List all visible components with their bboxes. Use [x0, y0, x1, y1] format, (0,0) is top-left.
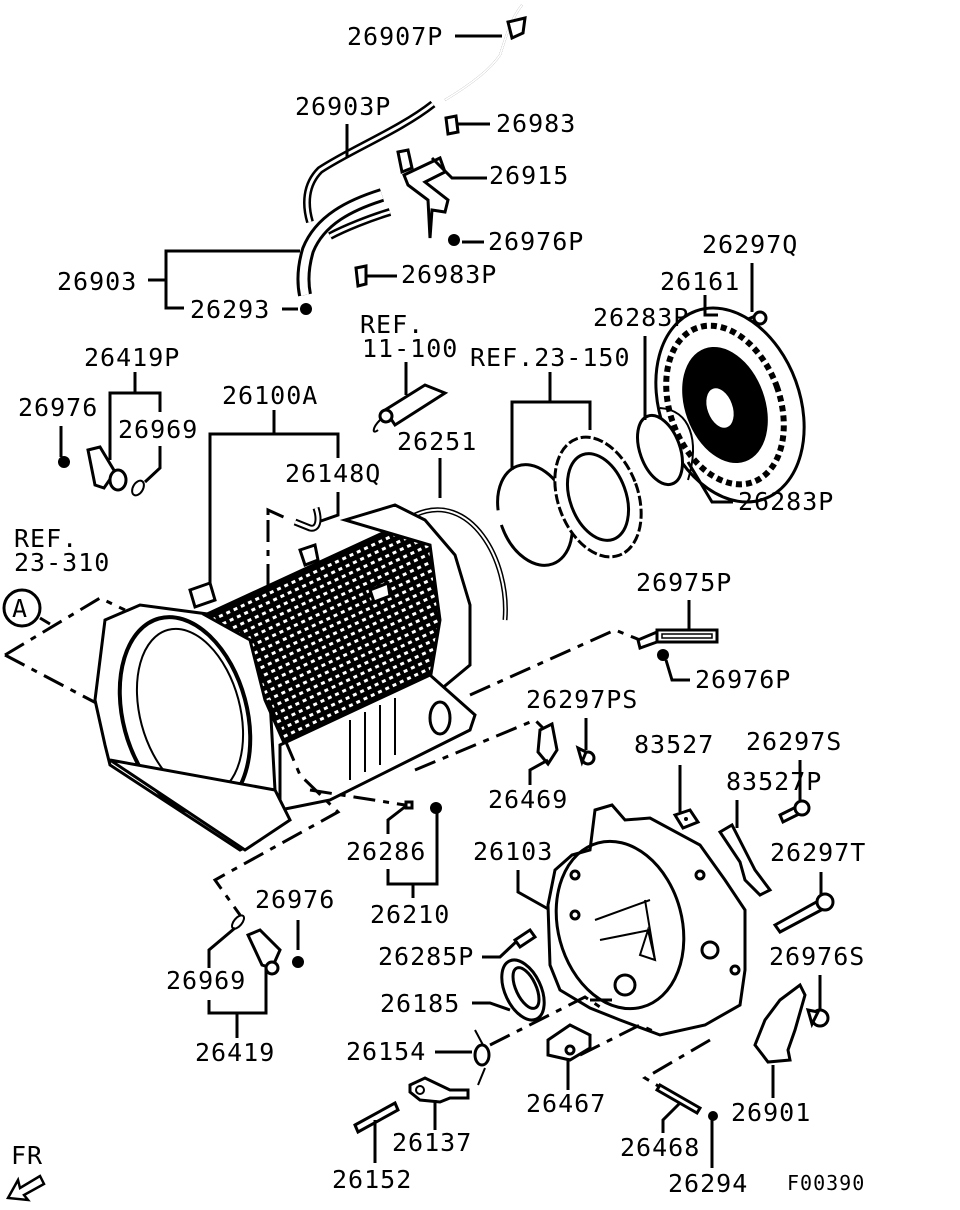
sealant-tube	[372, 383, 449, 433]
speed-sensor-26419P[interactable]	[86, 445, 128, 492]
ref-11-100-group[interactable]: REF. 11-100	[360, 310, 458, 363]
plug-26210[interactable]	[430, 802, 442, 814]
label-26903: 26903	[57, 267, 137, 296]
ref-11-100-line2[interactable]: 11-100	[362, 334, 458, 363]
breather-tube-26907P[interactable]	[444, 4, 527, 101]
label-26983P: 26983P	[401, 260, 497, 289]
ref-23-310-line2[interactable]: 23-310	[14, 548, 110, 577]
label-26469: 26469	[488, 785, 568, 814]
front-arrow-icon	[5, 1174, 46, 1202]
label-26286: 26286	[346, 837, 426, 866]
transmission-case-26100A[interactable]	[93, 503, 477, 852]
bolt-26976P-top[interactable]	[448, 234, 460, 246]
label-26210: 26210	[370, 900, 450, 929]
label-26976P-mid: 26976P	[695, 665, 791, 694]
label-26915: 26915	[489, 161, 569, 190]
detent-lever-26137[interactable]	[408, 1076, 470, 1104]
hose-clip-26293[interactable]	[300, 303, 312, 315]
label-26419P: 26419P	[84, 343, 180, 372]
bolt-26976-bottom[interactable]	[292, 956, 304, 968]
bolt-26297S[interactable]	[778, 799, 811, 825]
label-26294: 26294	[668, 1169, 748, 1198]
ball-26294[interactable]	[708, 1111, 718, 1121]
front-direction-label: FR	[11, 1141, 43, 1170]
figure-id: F00390	[787, 1171, 865, 1195]
converter-housing-26103[interactable]	[538, 803, 747, 1037]
ref-11-100-line1[interactable]: REF.	[360, 310, 424, 339]
callout-a-text: A	[12, 594, 28, 623]
bolt-26976-left[interactable]	[58, 456, 70, 468]
label-26283P-bottom: 26283P	[738, 487, 834, 516]
label-26297T: 26297T	[770, 838, 866, 867]
label-26907P: 26907P	[347, 22, 443, 51]
label-26137: 26137	[392, 1128, 472, 1157]
label-26468: 26468	[620, 1133, 700, 1162]
label-26969-bottom: 26969	[166, 966, 246, 995]
label-26251: 26251	[397, 427, 477, 456]
label-83527P: 83527P	[726, 767, 822, 796]
ref-23-150[interactable]: REF.23-150	[470, 343, 631, 372]
o-ring-26969-top[interactable]	[130, 479, 147, 498]
breather-bracket-26915[interactable]	[396, 148, 450, 239]
bolt-26976P-mid[interactable]	[657, 649, 669, 661]
bracket-26901[interactable]	[753, 982, 807, 1064]
bolt-26976S[interactable]	[805, 1008, 830, 1029]
label-26103: 26103	[473, 837, 553, 866]
label-26419: 26419	[195, 1038, 275, 1067]
shaft-26468[interactable]	[654, 1082, 703, 1116]
ref-23-310-line1[interactable]: REF.	[14, 524, 78, 553]
label-26976S: 26976S	[769, 942, 865, 971]
bolt-26297T[interactable]	[772, 892, 835, 934]
label-26976P-top: 26976P	[488, 227, 584, 256]
label-26148Q: 26148Q	[285, 459, 381, 488]
breather-hose-26903P[interactable]	[303, 100, 436, 224]
label-26297PS: 26297PS	[526, 685, 638, 714]
sensor-26419[interactable]	[245, 928, 282, 976]
label-26100A: 26100A	[222, 381, 318, 410]
bracket-26469[interactable]	[536, 721, 559, 767]
pipe-26148Q[interactable]	[293, 506, 322, 532]
label-26976-left: 26976	[18, 393, 98, 422]
label-26901: 26901	[731, 1098, 811, 1127]
label-26976-bottom: 26976	[255, 885, 335, 914]
plate-26975P[interactable]	[636, 628, 719, 650]
bracket-83527P[interactable]	[717, 822, 773, 897]
bolt-26297PS[interactable]	[575, 745, 596, 767]
spring-26154[interactable]	[473, 1029, 491, 1086]
label-26297S: 26297S	[746, 727, 842, 756]
label-26969-top: 26969	[118, 415, 198, 444]
ref-23-310-group[interactable]: REF. 23-310	[14, 524, 110, 577]
label-26293: 26293	[190, 295, 270, 324]
label-26975P: 26975P	[636, 568, 732, 597]
label-26285P: 26285P	[378, 942, 474, 971]
label-26154: 26154	[346, 1037, 426, 1066]
label-26152: 26152	[332, 1165, 412, 1194]
dowel-26285P[interactable]	[512, 927, 538, 950]
clutch-ring-ref-23-150[interactable]	[484, 425, 656, 576]
label-26983: 26983	[496, 109, 576, 138]
label-26283P-top: 26283P	[593, 303, 689, 332]
lever-26467[interactable]	[546, 1023, 592, 1062]
hose-clip-26983[interactable]	[444, 114, 460, 136]
breather-hose-26903[interactable]	[296, 188, 392, 297]
plug-26286[interactable]	[404, 800, 414, 810]
oil-seal-26185[interactable]	[493, 953, 553, 1026]
label-26297Q: 26297Q	[702, 230, 798, 259]
label-26467: 26467	[526, 1089, 606, 1118]
pin-26152[interactable]	[353, 1100, 400, 1135]
dipstick-26969-bottom[interactable]	[230, 913, 246, 930]
label-26161: 26161	[660, 267, 740, 296]
label-83527: 83527	[634, 730, 714, 759]
label-26185: 26185	[380, 989, 460, 1018]
gasket-26251[interactable]	[413, 507, 508, 621]
label-26903P: 26903P	[295, 92, 391, 121]
plate-83527[interactable]	[672, 808, 701, 830]
callout-a[interactable]: A	[2, 588, 42, 628]
hose-clip-26983P[interactable]	[354, 264, 368, 288]
